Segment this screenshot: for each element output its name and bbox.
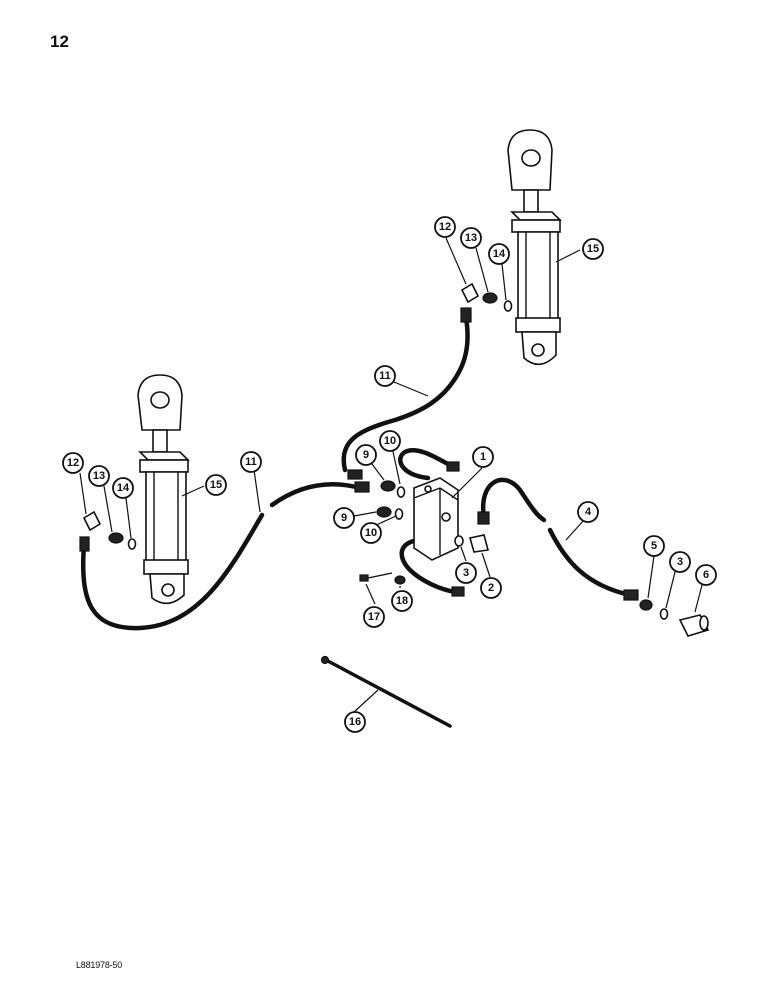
hose-upper-right bbox=[341, 307, 472, 480]
hose-long-left bbox=[79, 481, 370, 631]
svg-text:11: 11 bbox=[379, 370, 391, 382]
svg-text:9: 9 bbox=[341, 512, 347, 524]
svg-text:3: 3 bbox=[463, 567, 469, 579]
svg-text:13: 13 bbox=[93, 470, 105, 482]
svg-text:18: 18 bbox=[396, 595, 408, 607]
callout-10: 10 bbox=[360, 522, 382, 544]
svg-text:17: 17 bbox=[368, 611, 380, 623]
svg-text:12: 12 bbox=[439, 221, 451, 233]
svg-text:10: 10 bbox=[384, 435, 396, 447]
callout-3: 3 bbox=[455, 562, 477, 584]
callout-10: 10 bbox=[379, 430, 401, 452]
hose-short-top bbox=[398, 448, 460, 481]
svg-text:1: 1 bbox=[480, 451, 486, 463]
svg-text:5: 5 bbox=[651, 540, 657, 552]
svg-text:6: 6 bbox=[703, 569, 709, 581]
svg-text:4: 4 bbox=[585, 506, 592, 518]
callout-6: 6 bbox=[695, 564, 717, 586]
hose-short-bottom bbox=[399, 537, 465, 597]
valve-block bbox=[413, 477, 459, 561]
svg-text:14: 14 bbox=[493, 248, 506, 260]
callout-5: 5 bbox=[643, 535, 665, 557]
svg-text:10: 10 bbox=[365, 527, 377, 539]
fittings bbox=[82, 282, 710, 637]
callout-4: 4 bbox=[577, 501, 599, 523]
callout-14: 14 bbox=[488, 243, 510, 265]
callout-13: 13 bbox=[460, 227, 482, 249]
callout-12: 12 bbox=[62, 452, 84, 474]
callout-9: 9 bbox=[355, 444, 377, 466]
callout-17: 17 bbox=[363, 606, 385, 628]
drawing-code: L881978-50 bbox=[76, 960, 123, 970]
callout-15: 15 bbox=[205, 474, 227, 496]
callout-12: 12 bbox=[434, 216, 456, 238]
svg-text:16: 16 bbox=[349, 716, 361, 728]
callout-18: 18 bbox=[391, 590, 413, 612]
svg-text:14: 14 bbox=[117, 482, 130, 494]
callout-2: 2 bbox=[480, 577, 502, 599]
callout-11: 11 bbox=[240, 451, 262, 473]
svg-text:2: 2 bbox=[488, 582, 494, 594]
hose-right-4 bbox=[477, 477, 639, 601]
tie-rod bbox=[320, 655, 452, 728]
left-hydraulic-cylinder bbox=[137, 374, 190, 605]
callout-9: 9 bbox=[333, 507, 355, 529]
callout-13: 13 bbox=[88, 465, 110, 487]
right-hydraulic-cylinder bbox=[507, 129, 562, 366]
callout-15: 15 bbox=[582, 238, 604, 260]
callout-3: 3 bbox=[669, 551, 691, 573]
svg-text:9: 9 bbox=[363, 449, 369, 461]
svg-text:15: 15 bbox=[210, 479, 222, 491]
svg-text:13: 13 bbox=[465, 232, 477, 244]
page-number: 12 bbox=[50, 32, 69, 51]
callout-11: 11 bbox=[374, 365, 396, 387]
callout-14: 14 bbox=[112, 477, 134, 499]
svg-text:3: 3 bbox=[677, 556, 683, 568]
callout-16: 16 bbox=[344, 711, 366, 733]
svg-text:15: 15 bbox=[587, 243, 599, 255]
callout-1: 1 bbox=[472, 446, 494, 468]
svg-text:12: 12 bbox=[67, 457, 79, 469]
svg-text:11: 11 bbox=[245, 456, 257, 468]
